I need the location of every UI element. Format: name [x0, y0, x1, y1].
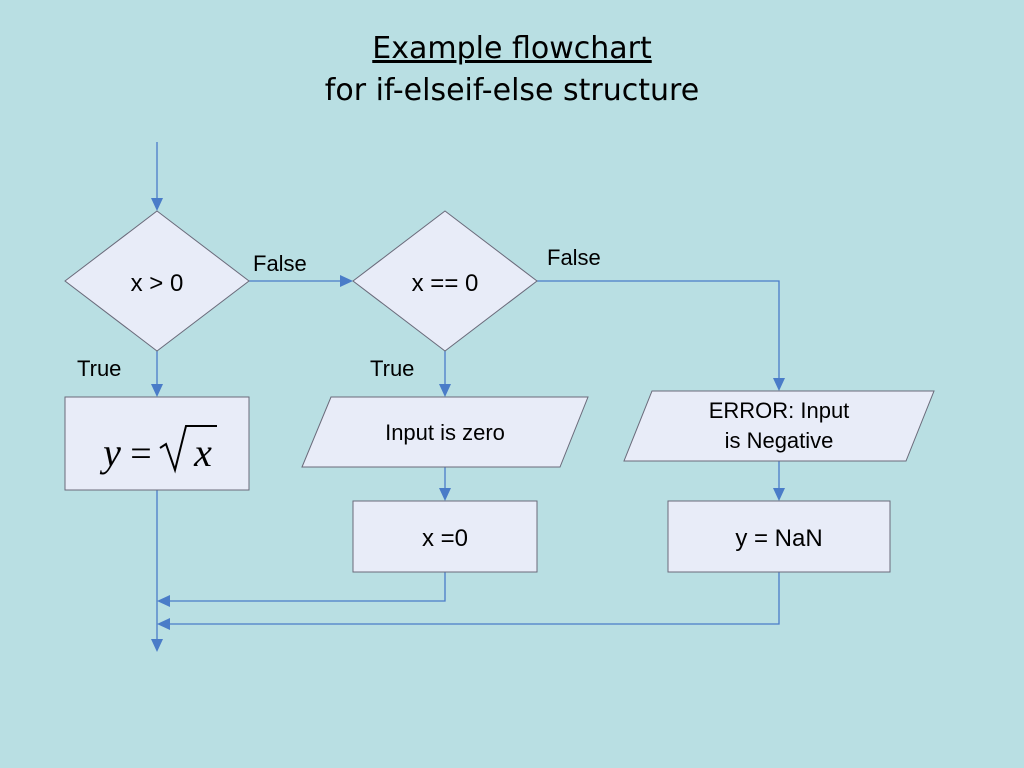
io-parallelogram	[623, 390, 935, 462]
edge-label-d1-false: False	[253, 251, 307, 276]
process-label: y = NaN	[735, 525, 822, 552]
diagram-title: Example flowchart for if-elseif-else str…	[0, 28, 1024, 112]
decision-x-gt-0: x > 0	[64, 210, 250, 352]
process-box	[64, 396, 250, 491]
io-error-arrowhead	[773, 488, 785, 501]
title-line-1: Example flowchart	[372, 31, 652, 66]
io-error-negative: ERROR: Input is Negative	[623, 390, 935, 462]
edge-label-d2-true: True	[370, 356, 414, 381]
d1-false-arrowhead	[340, 275, 353, 287]
nan-join-arrowhead	[157, 618, 170, 630]
equation-rhs: x	[193, 430, 212, 475]
process-box	[667, 500, 891, 573]
d2-true-arrowhead	[439, 384, 451, 397]
x-zero-join-arrowhead	[157, 595, 170, 607]
exit-arrowhead	[151, 639, 163, 652]
title-line-2: for if-elseif-else structure	[324, 73, 700, 108]
io-input-is-zero: Input is zero	[301, 396, 589, 468]
process-label: x =0	[422, 525, 468, 552]
io-label-line-1: ERROR: Input	[709, 398, 850, 423]
equation-equals: =	[130, 433, 151, 475]
decision-label: x > 0	[131, 270, 184, 297]
io-label: Input is zero	[385, 420, 505, 445]
edge-label-d2-false: False	[547, 245, 601, 270]
decision-diamond	[352, 210, 538, 352]
radical-sign	[159, 425, 217, 474]
nan-join-connector	[168, 572, 780, 625]
io-label-line-2: is Negative	[725, 428, 834, 453]
process-box	[352, 500, 538, 573]
decision-diamond	[64, 210, 250, 352]
x-zero-join-connector	[168, 572, 446, 602]
process-x-zero: x =0	[352, 500, 538, 573]
process-sqrt: y = x	[64, 396, 250, 491]
d1-true-arrowhead	[151, 384, 163, 397]
io-parallelogram	[301, 396, 589, 468]
equation-lhs: y	[99, 430, 121, 475]
connectors	[151, 142, 785, 652]
decision-x-eq-0: x == 0	[352, 210, 538, 352]
d2-false-connector	[537, 280, 780, 380]
entry-arrowhead	[151, 198, 163, 211]
process-y-nan: y = NaN	[667, 500, 891, 573]
d2-false-arrowhead	[773, 378, 785, 391]
edge-label-d1-true: True	[77, 356, 121, 381]
decision-label: x == 0	[412, 270, 479, 297]
io-zero-arrowhead	[439, 488, 451, 501]
